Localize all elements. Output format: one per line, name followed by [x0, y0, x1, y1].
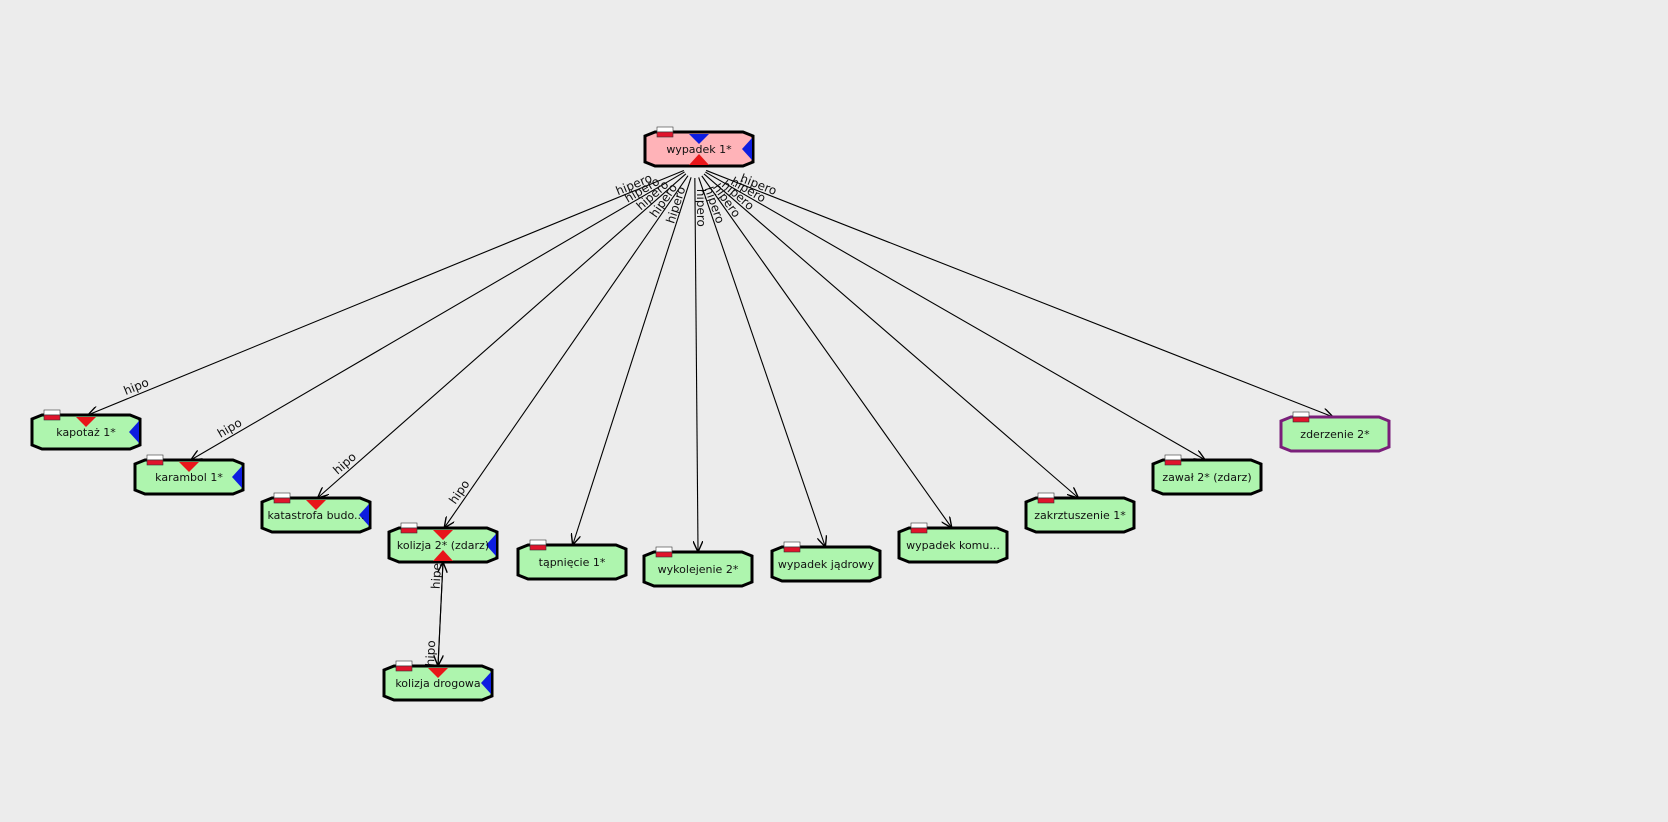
- edge-line-back: [437, 562, 443, 667]
- node-shape: [382, 664, 494, 702]
- node-shape: [1151, 458, 1263, 496]
- expand-side-marker-blue[interactable]: [742, 138, 752, 160]
- flag-pl-icon: [1292, 411, 1310, 423]
- node-label: kapotaż 1*: [56, 426, 116, 439]
- node-label: wykolejenie 2*: [658, 563, 739, 576]
- expand-up-marker[interactable]: [433, 550, 453, 561]
- edge-wypadek-zderzenie[interactable]: hipero: [705, 169, 1333, 417]
- flag-pl-icon: [1164, 454, 1182, 466]
- node-shape: [133, 458, 245, 496]
- edge-line: [705, 171, 1205, 460]
- node-zakrztuszenie[interactable]: zakrztuszenie 1*: [1024, 492, 1136, 534]
- flag-pl-icon: [655, 546, 673, 558]
- edge-label-target: hipo: [423, 640, 438, 667]
- node-shape: [1024, 496, 1136, 534]
- edge-wypadek-zakrztuszenie[interactable]: hipero: [703, 173, 1078, 498]
- node-shape: [387, 526, 499, 564]
- node-shape: [897, 526, 1009, 564]
- edge-label-source: hipero: [694, 189, 708, 227]
- edge-line: [88, 169, 685, 415]
- edge-line: [444, 175, 689, 528]
- node-jadrowy[interactable]: wypadek jądrowy: [770, 541, 882, 583]
- flag-pl-icon: [1037, 492, 1055, 504]
- flag-pl-icon: [529, 539, 547, 551]
- edge-line: [698, 177, 826, 547]
- node-label: tąpnięcie 1*: [539, 556, 606, 569]
- node-label: karambol 1*: [155, 471, 223, 484]
- expand-up-marker-red[interactable]: [689, 154, 709, 165]
- node-label: zakrztuszenie 1*: [1034, 509, 1126, 522]
- node-shape: [516, 543, 628, 581]
- edge-wypadek-jadrowy[interactable]: hipero: [698, 177, 826, 547]
- node-katastrofa[interactable]: katastrofa budo...: [260, 492, 372, 534]
- node-label: wypadek komu...: [906, 539, 1000, 552]
- expand-down-marker[interactable]: [428, 668, 448, 678]
- expand-down-marker[interactable]: [76, 417, 96, 427]
- edge-label-target: hipo: [122, 375, 151, 398]
- expand-side-marker[interactable]: [359, 504, 369, 526]
- edge-wypadek-tapniecie[interactable]: hipero: [573, 177, 692, 545]
- expand-side-marker[interactable]: [481, 672, 491, 694]
- edge-line: [318, 173, 687, 498]
- flag-pl-icon: [400, 522, 418, 534]
- edge-line: [191, 171, 685, 460]
- flag-pl-icon: [146, 454, 164, 466]
- node-label: wypadek jądrowy: [778, 558, 875, 571]
- flag-pl-icon: [910, 522, 928, 534]
- expand-down-marker[interactable]: [306, 500, 326, 510]
- expand-side-marker[interactable]: [486, 534, 496, 556]
- node-tapniecie[interactable]: tąpnięcie 1*: [516, 539, 628, 581]
- expand-down-marker[interactable]: [179, 462, 199, 472]
- flag-pl-icon: [395, 660, 413, 672]
- node-label: zderzenie 2*: [1300, 428, 1370, 441]
- node-kapotaz[interactable]: kapotaż 1*: [30, 409, 142, 451]
- flag-pl-icon: [273, 492, 291, 504]
- flag-pl-icon: [656, 126, 674, 138]
- expand-side-marker[interactable]: [129, 421, 139, 443]
- node-shape: [1279, 415, 1391, 453]
- node-shape: [260, 496, 372, 534]
- edge-line: [573, 177, 692, 545]
- edge-line: [695, 177, 698, 552]
- node-komu[interactable]: wypadek komu...: [897, 522, 1009, 564]
- node-label: wypadek 1*: [666, 143, 732, 156]
- expand-down-marker[interactable]: [433, 530, 453, 540]
- node-kolizja2[interactable]: kolizja 2* (zdarz): [387, 522, 499, 564]
- node-shape: [642, 550, 754, 588]
- edge-label-target: hipo: [330, 450, 359, 478]
- expand-down-marker-blue[interactable]: [689, 134, 709, 144]
- node-label: kolizja drogowa: [395, 677, 480, 690]
- edges-layer: hiperohipohiperohipohiperohipohiperohipo…: [88, 169, 1333, 667]
- node-zawal[interactable]: zawał 2* (zdarz): [1151, 454, 1263, 496]
- nodes-layer: wypadek 1* kapotaż 1* karambol 1* katastrof…: [30, 126, 1391, 702]
- edge-line: [705, 169, 1333, 417]
- node-drogowa[interactable]: kolizja drogowa: [382, 660, 494, 702]
- node-shape: [770, 545, 882, 583]
- expand-side-marker[interactable]: [232, 466, 242, 488]
- node-label: katastrofa budo...: [267, 509, 364, 522]
- node-shape: [643, 130, 755, 168]
- node-wykolejenie[interactable]: wykolejenie 2*: [642, 546, 754, 588]
- node-zderzenie[interactable]: zderzenie 2*: [1279, 411, 1391, 453]
- node-karambol[interactable]: karambol 1*: [133, 454, 245, 496]
- flag-pl-icon: [43, 409, 61, 421]
- node-label: kolizja 2* (zdarz): [397, 539, 489, 552]
- edge-wypadek-wykolejenie[interactable]: hipero: [694, 177, 708, 552]
- flag-pl-icon: [783, 541, 801, 553]
- edge-line: [703, 173, 1078, 498]
- node-shape: [30, 413, 142, 451]
- node-label: zawał 2* (zdarz): [1162, 471, 1251, 484]
- edge-line: [701, 175, 952, 528]
- node-wypadek-root[interactable]: wypadek 1*: [643, 126, 755, 168]
- edge-wypadek-komu[interactable]: hipero: [701, 175, 952, 528]
